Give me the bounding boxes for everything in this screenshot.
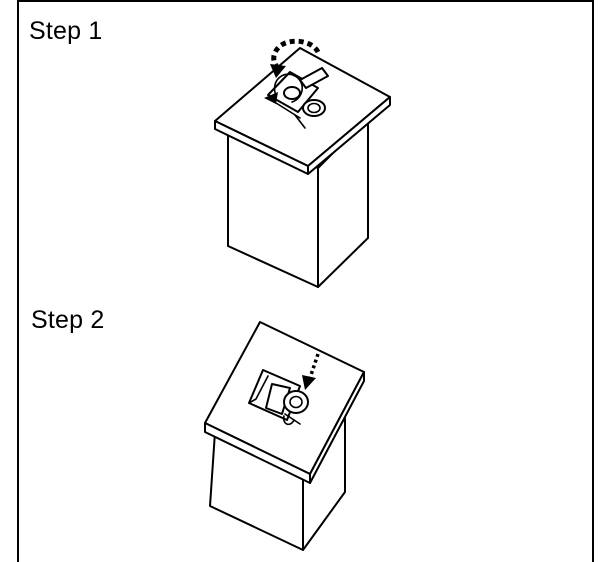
- step-1-rotate-arrow: [270, 38, 321, 78]
- push-arrowhead-icon: [302, 375, 316, 390]
- step-2-latch: [248, 369, 309, 426]
- step-1-latch: [264, 67, 329, 129]
- instruction-frame: [17, 0, 594, 562]
- step-1-illustration: [214, 38, 391, 288]
- step-2-illustration: [204, 321, 365, 551]
- rotate-arrowhead-icon: [270, 64, 286, 78]
- step-1-latch-arrow-icon: [264, 92, 278, 104]
- step-2-push-arrow: [302, 353, 320, 390]
- step-1-label: Step 1: [29, 17, 103, 45]
- step-2-label: Step 2: [31, 306, 105, 334]
